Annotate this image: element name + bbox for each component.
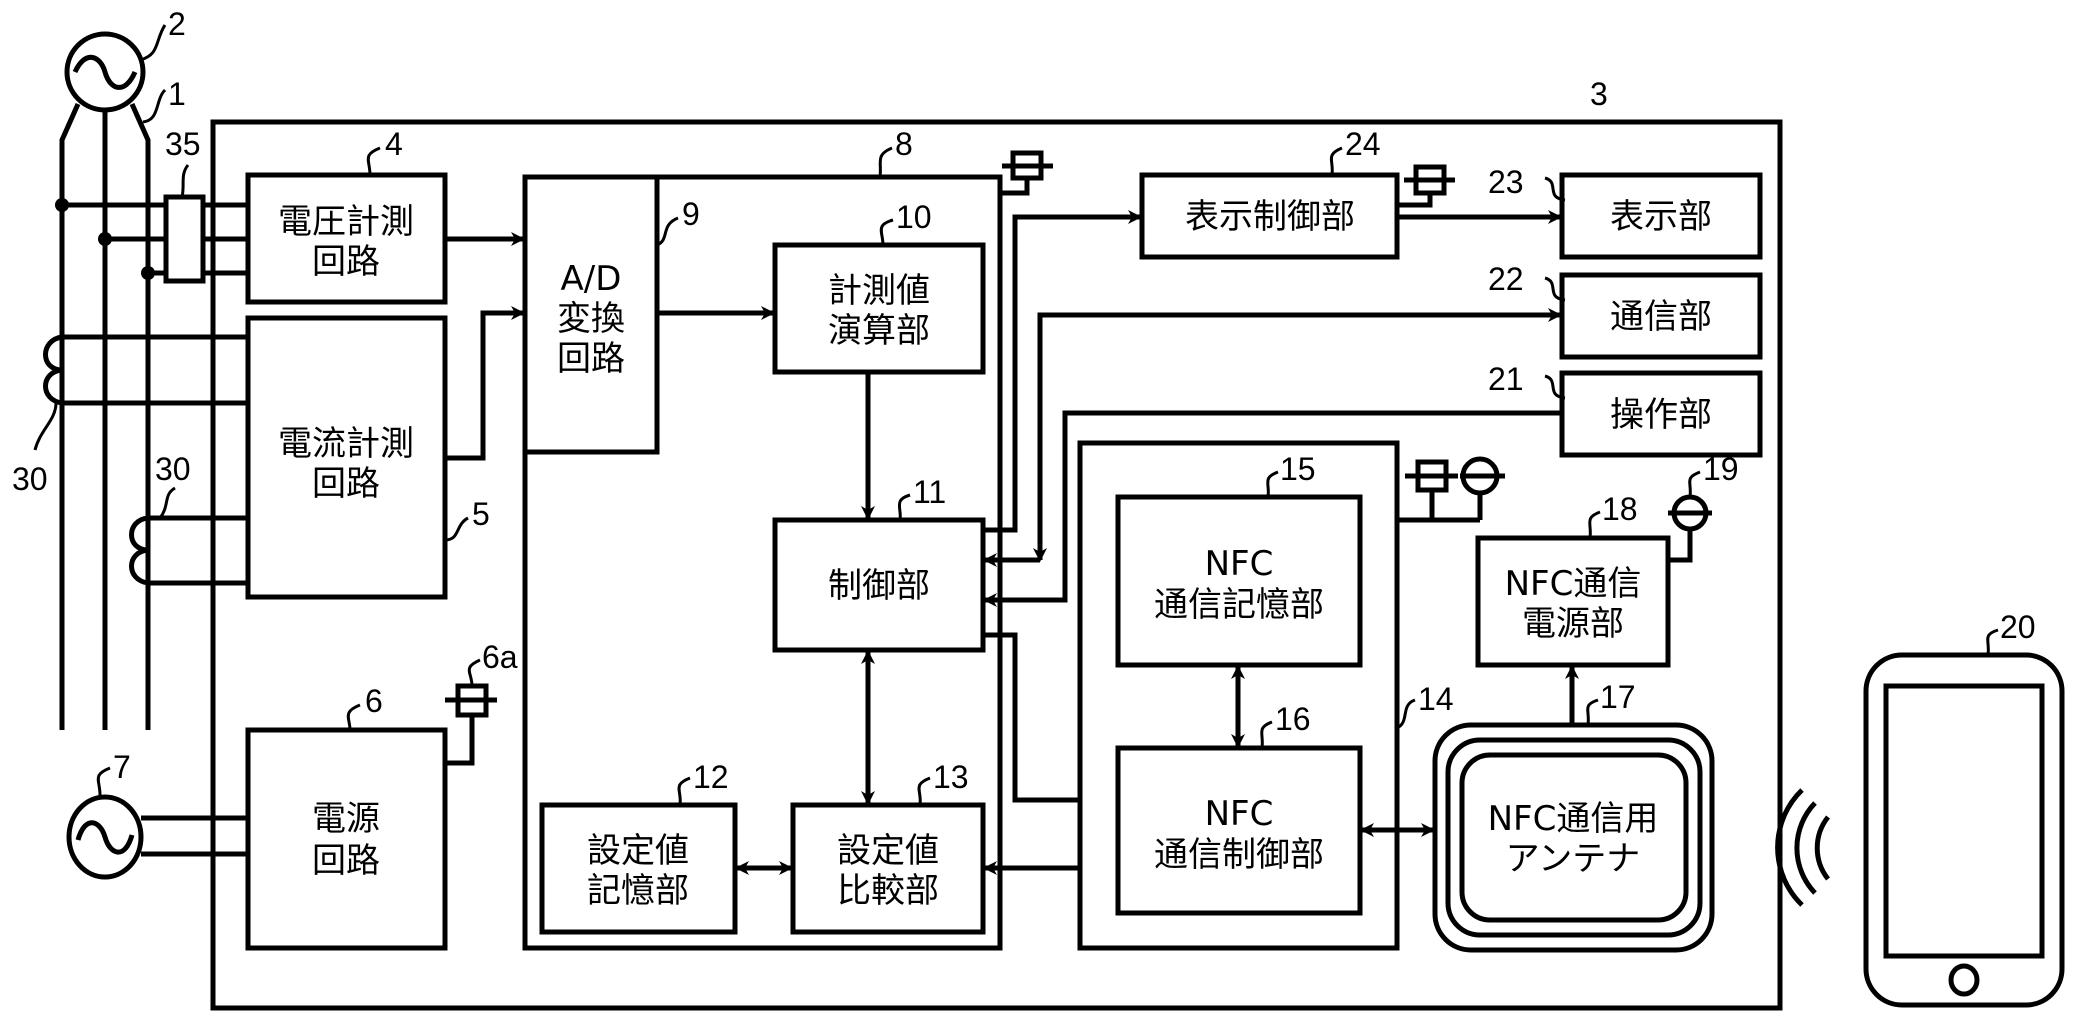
ref-23: 23 <box>1488 164 1524 200</box>
voltage-circuit-box <box>245 172 448 305</box>
nfc-power-connector-icon <box>1668 494 1712 563</box>
ref-15: 15 <box>1280 451 1316 487</box>
ref-22: 22 <box>1488 261 1524 297</box>
ref-4: 4 <box>385 126 403 162</box>
nfc-antenna-label-2: アンテナ <box>1506 839 1641 879</box>
calc-label-2: 演算部 <box>828 311 930 351</box>
terminal-block <box>163 194 206 284</box>
current-circuit-label-1: 電流計測 <box>278 424 414 464</box>
ref-30-b: 30 <box>155 451 191 487</box>
nfc-power-label-2: 電源部 <box>1522 604 1624 644</box>
ref-12: 12 <box>693 759 729 795</box>
voltage-taps <box>55 194 248 284</box>
ref-10: 10 <box>896 199 932 235</box>
ref-2: 2 <box>168 6 186 42</box>
nfc-control-label-1: NFC <box>1205 794 1274 834</box>
ref-5: 5 <box>472 496 490 532</box>
communication-label: 通信部 <box>1610 297 1712 337</box>
nfc-memory-label-2: 通信記憶部 <box>1154 585 1324 625</box>
ref-6a: 6a <box>482 639 518 675</box>
ad-label-2: 変換 <box>557 299 625 339</box>
operation-label: 操作部 <box>1610 395 1712 435</box>
ad-converter-box <box>522 174 660 455</box>
current-circuit-label-2: 回路 <box>312 464 380 504</box>
setting-compare-label-1: 設定値 <box>837 831 939 871</box>
ref-35: 35 <box>165 126 201 162</box>
controller-label: 制御部 <box>828 566 930 606</box>
ref-13: 13 <box>933 759 969 795</box>
nfc-control-label-2: 通信制御部 <box>1154 835 1324 875</box>
leader-lines <box>33 24 1999 806</box>
ref-11: 11 <box>913 474 946 510</box>
ref-24: 24 <box>1345 126 1381 162</box>
nfc-memory-label-1: NFC <box>1205 544 1274 584</box>
calc-label-1: 計測値 <box>828 271 930 311</box>
setting-memory-label-1: 設定値 <box>587 831 689 871</box>
ref-8: 8 <box>895 126 913 162</box>
block-labels: 電圧計測 回路 電流計測 回路 電源 回路 A/D 変換 回路 計測値 演算部 … <box>278 197 1712 911</box>
setting-compare-box <box>790 802 986 935</box>
ref-17: 17 <box>1600 679 1636 715</box>
controller-box <box>772 517 986 653</box>
nfc-antenna-label-1: NFC通信用 <box>1488 799 1659 839</box>
current-transformer-1 <box>43 334 248 406</box>
line-from-operation <box>983 410 1562 607</box>
current-transformer-2 <box>129 515 248 586</box>
ref-21: 21 <box>1488 361 1524 397</box>
ref-19: 19 <box>1703 451 1739 487</box>
nfc-power-label-1: NFC通信 <box>1505 564 1642 604</box>
line-to-nfc-control <box>983 632 1118 807</box>
meter-enclosure <box>210 119 1783 1011</box>
display-control-connector-icon <box>1397 164 1455 208</box>
processing-connector-icon <box>1000 150 1053 196</box>
voltage-circuit-label-2: 回路 <box>312 242 380 282</box>
three-phase-wiring <box>59 102 151 730</box>
ref-1: 1 <box>168 76 186 112</box>
nfc-module-connectors-icon <box>1397 456 1505 523</box>
ad-label-3: 回路 <box>557 339 625 379</box>
ref-18: 18 <box>1602 491 1638 527</box>
line-to-display-control <box>983 210 1142 533</box>
ref-14: 14 <box>1418 681 1454 717</box>
display-control-box <box>1139 172 1400 260</box>
ac-source-aux <box>66 794 248 880</box>
display-box <box>1559 172 1763 260</box>
nfc-memory-box <box>1115 494 1363 668</box>
ref-20: 20 <box>2000 609 2036 645</box>
setting-memory-label-2: 記憶部 <box>587 871 689 911</box>
setting-compare-label-2: 比較部 <box>837 871 939 911</box>
measurement-calc-box <box>772 242 986 375</box>
line-to-communication <box>1033 308 1562 562</box>
ref-3: 3 <box>1590 76 1608 112</box>
nfc-control-box <box>1115 745 1363 916</box>
ref-16: 16 <box>1275 701 1311 737</box>
operation-box <box>1559 370 1763 458</box>
nfc-antenna <box>1432 722 1715 953</box>
ref-6: 6 <box>365 683 383 719</box>
smartphone-icon <box>1863 652 2065 1008</box>
reference-numbers: 2 1 3 35 4 5 6 6a 7 30 30 8 9 10 11 12 1… <box>12 6 2036 795</box>
voltage-circuit-label-1: 電圧計測 <box>278 202 414 242</box>
power-connector-icon <box>445 683 497 766</box>
power-circuit-label-2: 回路 <box>312 841 380 881</box>
display-label: 表示部 <box>1610 197 1712 237</box>
power-circuit-label-1: 電源 <box>312 799 380 839</box>
ref-9: 9 <box>682 196 700 232</box>
display-control-label: 表示制御部 <box>1185 197 1355 237</box>
current-circuit-box <box>245 315 448 600</box>
communication-box <box>1559 272 1763 360</box>
ac-source-main <box>64 31 146 113</box>
ref-7: 7 <box>113 749 131 785</box>
power-circuit-box <box>245 727 448 951</box>
nfc-power-box <box>1475 535 1671 668</box>
wireless-waves-icon <box>1775 788 1831 907</box>
ad-label-1: A/D <box>561 259 622 299</box>
ref-30-a: 30 <box>12 461 48 497</box>
